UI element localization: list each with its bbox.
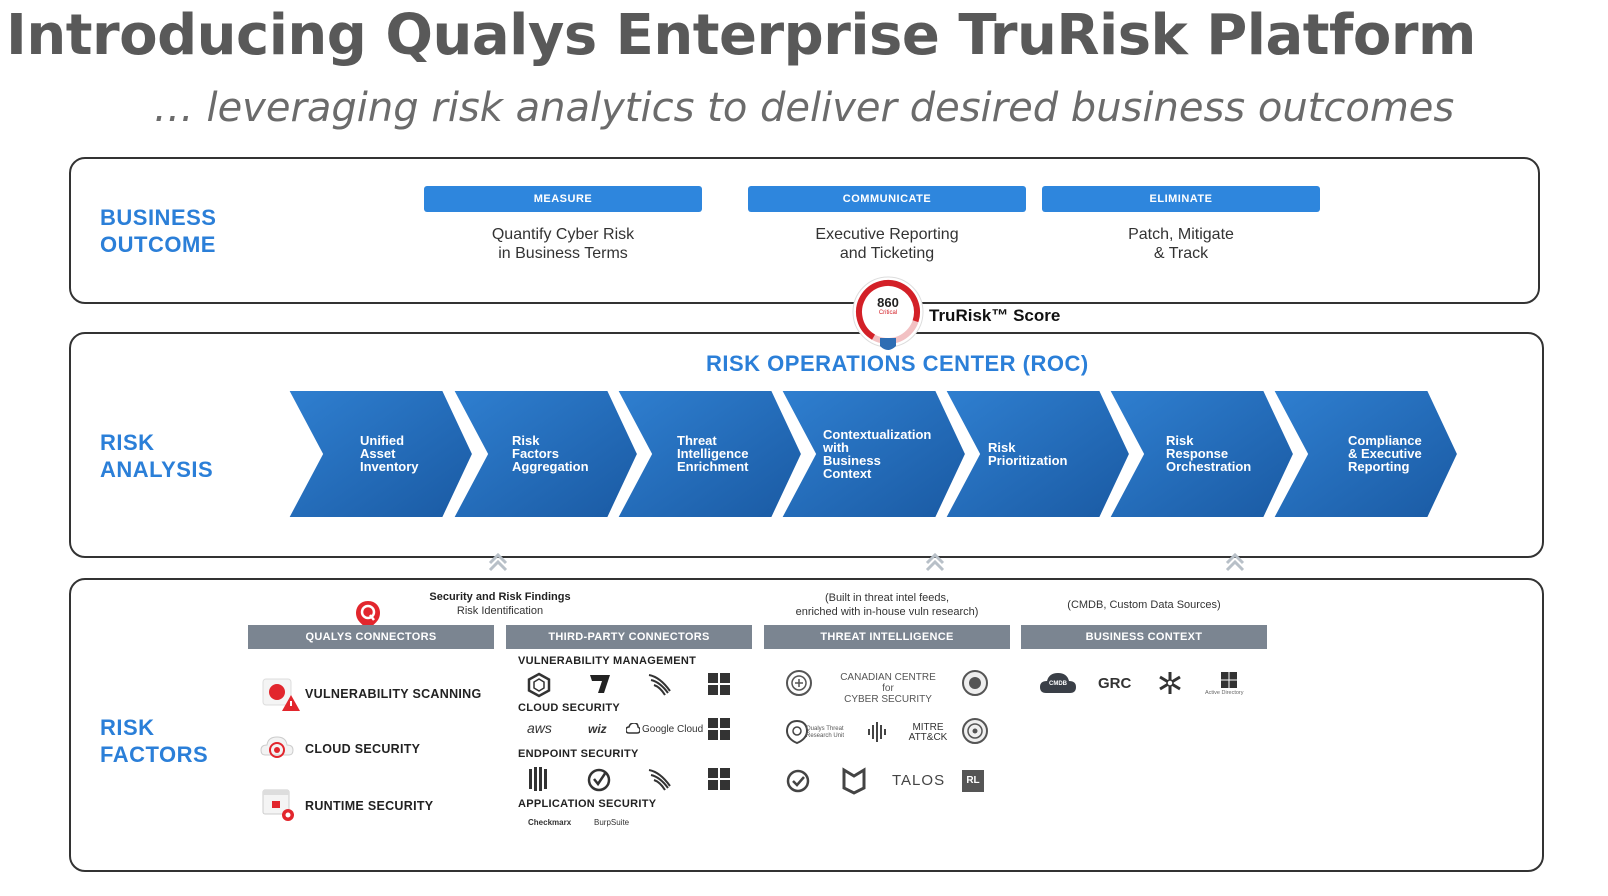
signal-bars-logo-icon (868, 722, 886, 742)
threat-check-logo-icon (786, 769, 810, 793)
rapid7-logo-icon (590, 675, 610, 693)
step-risk-prioritization: Risk Prioritization (988, 440, 1068, 468)
azure-logo-icon (708, 718, 730, 740)
score-level: Critical (878, 310, 898, 316)
chevron-step-1 (288, 390, 475, 519)
step-threat-intelligence-enrichment: Threat Intelligence Enrichment (677, 433, 749, 474)
chevron-step-2 (451, 390, 640, 519)
eliminate-pill: ELIMINATE (1042, 186, 1320, 212)
business-outcome-panel (69, 157, 1540, 304)
step-unified-asset-inventory: Unified Asset Inventory (360, 433, 419, 474)
communicate-desc: Executive Reporting and Ticketing (815, 226, 959, 262)
application-security-category: APPLICATION SECURITY (518, 798, 657, 810)
up-arrow-icon (488, 552, 508, 572)
qualys-connectors-header: QUALYS CONNECTORS (248, 625, 494, 649)
page-title: Introducing Qualys Enterprise TruRisk Pl… (6, 3, 1476, 68)
cloud-security-label: CLOUD SECURITY (305, 742, 421, 756)
agency-seal-icon (962, 718, 988, 744)
checkmarx-logo: Checkmarx (528, 818, 572, 827)
cloud-security-icon (260, 736, 294, 758)
vulnerability-management-category: VULNERABILITY MANAGEMENT (518, 655, 697, 667)
cisa-seal-icon (786, 670, 812, 696)
burpsuite-logo: BurpSuite (594, 818, 630, 827)
business-context-note: (CMDB, Custom Data Sources) (1067, 599, 1221, 611)
mandiant-logo-icon (842, 767, 866, 795)
cloud-security-category: CLOUD SECURITY (518, 702, 620, 714)
business-outcome-label: BUSINESS OUTCOME (100, 205, 217, 257)
microsoft-defender-logo-icon (708, 673, 730, 695)
step-compliance-reporting: Compliance & Executive Reporting (1348, 433, 1422, 474)
crowdstrike-logo-icon (648, 674, 671, 696)
grc-logo: GRC (1098, 675, 1132, 692)
google-cloud-logo: Google Cloud (642, 724, 704, 735)
defender-endpoint-logo-icon (708, 768, 730, 790)
tenable-logo-icon (527, 672, 551, 698)
cmdb-logo: CMDB (1049, 681, 1067, 687)
measure-pill: MEASURE (424, 186, 702, 212)
measure-desc: Quantify Cyber Risk in Business Terms (491, 226, 635, 262)
qualys-threat-research-unit-logo: Qualys Threat Research Unit (806, 726, 845, 739)
up-arrow-icon (1225, 552, 1245, 572)
communicate-pill: COMMUNICATE (748, 186, 1026, 212)
step-risk-response-orchestration: Risk Response Orchestration (1166, 433, 1252, 474)
business-context-header: BUSINESS CONTEXT (1021, 625, 1267, 649)
roc-chevrons (288, 390, 1460, 519)
chevron-step-5 (943, 390, 1132, 519)
chevron-step-3 (615, 390, 804, 519)
active-directory-logo: Active Directory (1205, 690, 1244, 696)
cmdb-cloud-icon (1040, 673, 1076, 693)
findings-title: Security and Risk Findings (429, 591, 571, 603)
threat-intel-note: (Built in threat intel feeds, enriched w… (795, 592, 979, 618)
chevron-step-4 (779, 390, 968, 519)
wiz-logo: wiz (588, 722, 607, 736)
up-arrow-icon (925, 552, 945, 572)
google-cloud-logo-icon (626, 723, 640, 734)
canadian-centre-cyber-security-logo: CANADIAN CENTRE for CYBER SECURITY (840, 672, 936, 705)
snowflake-logo-icon (1159, 672, 1181, 694)
third-party-connectors-header: THIRD-PARTY CONNECTORS (506, 625, 752, 649)
mitre-attack-logo: MITRE ATT&CK (908, 722, 948, 743)
talos-logo: TALOS (892, 772, 946, 789)
active-directory-logo-icon (1221, 672, 1237, 688)
risk-analysis-panel (69, 332, 1544, 558)
threat-intelligence-header: THREAT INTELLIGENCE (764, 625, 1010, 649)
findings-subtitle: Risk Identification (456, 605, 544, 617)
qualys-logo-icon (356, 601, 380, 628)
roc-title: RISK OPERATIONS CENTER (ROC) (706, 351, 1089, 376)
trurisk-score-gauge: 860 Critical (848, 276, 928, 356)
crowdstrike-endpoint-logo-icon (648, 769, 671, 791)
page-subtitle: … leveraging risk analytics to deliver d… (153, 85, 1455, 131)
runtime-security-icon (262, 789, 294, 821)
score-value: 860 (877, 295, 899, 310)
aws-logo: aws (527, 720, 552, 736)
carbon-black-logo-icon (587, 768, 611, 792)
nsa-seal-icon (962, 670, 988, 696)
reversinglabs-logo: RL (962, 770, 984, 792)
vulnerability-scanning-label: VULNERABILITY SCANNING (305, 687, 482, 701)
step-contextualization: Contextualization with Business Context (823, 427, 932, 481)
step-risk-factors-aggregation: Risk Factors Aggregation (512, 433, 589, 474)
runtime-security-label: RUNTIME SECURITY (305, 799, 434, 813)
sentinelone-logo-icon (529, 767, 547, 791)
chevron-step-6 (1107, 390, 1296, 519)
risk-analysis-label: RISK ANALYSIS (100, 430, 214, 482)
risk-factors-label: RISK FACTORS (100, 715, 209, 767)
vulnerability-scanning-icon (262, 678, 300, 711)
qualys-threat-research-unit-icon (785, 719, 809, 745)
eliminate-desc: Patch, Mitigate & Track (1128, 226, 1234, 262)
chevron-step-7 (1271, 390, 1460, 519)
endpoint-security-category: ENDPOINT SECURITY (518, 748, 639, 760)
trurisk-score-label: TruRisk™ Score (929, 306, 1061, 325)
